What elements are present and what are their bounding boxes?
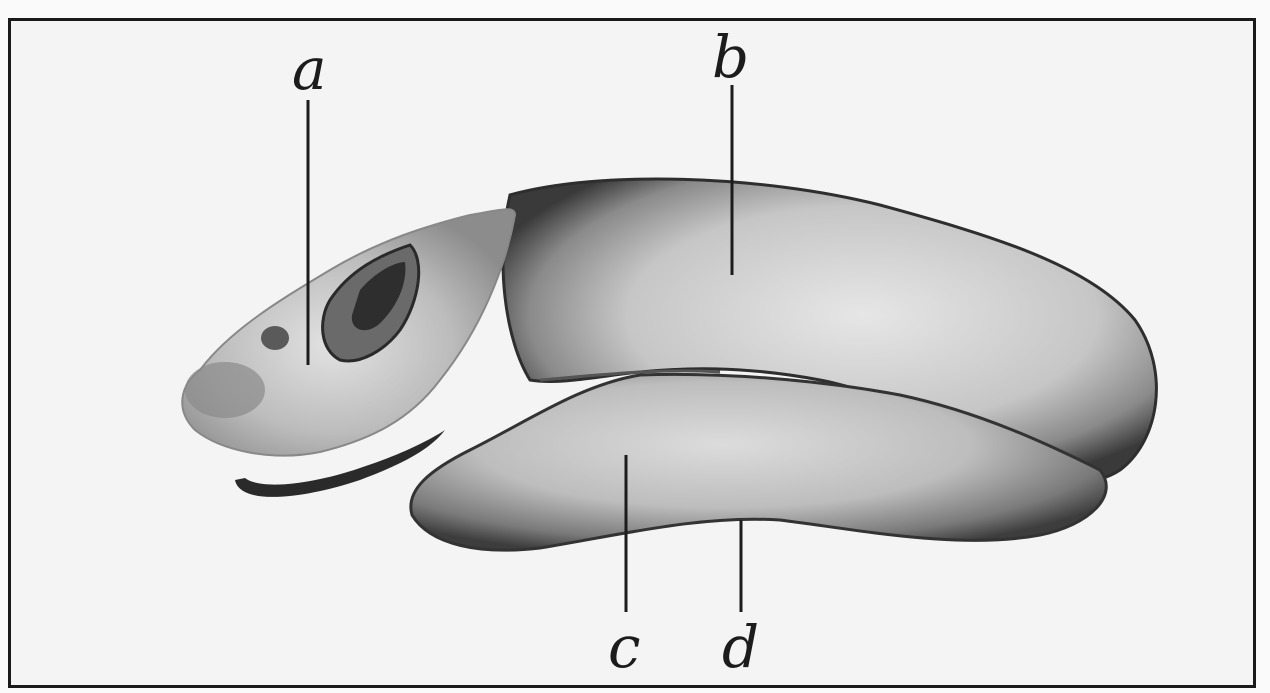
label-d: d [722, 618, 759, 676]
head-left-shadow [185, 362, 265, 418]
label-c: c [608, 618, 640, 676]
label-b: b [712, 28, 749, 86]
head-dark-spot [261, 326, 289, 350]
label-a: a [292, 40, 327, 98]
